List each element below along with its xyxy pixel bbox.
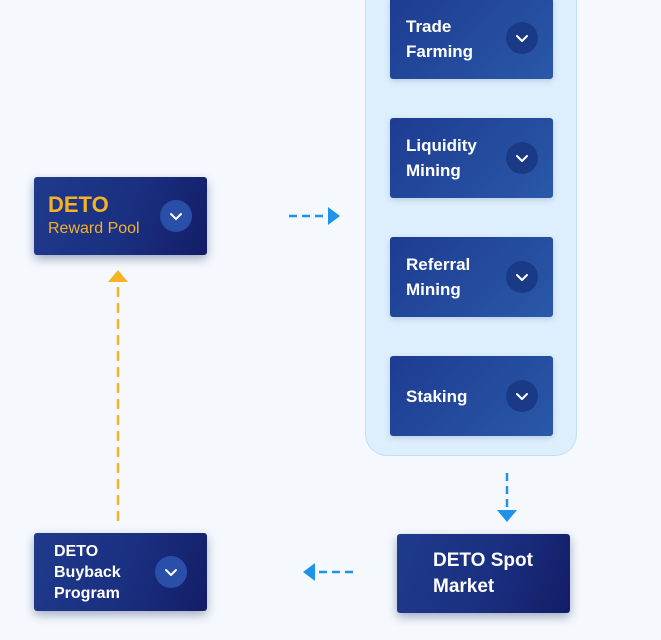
liquidity-mining-label: Liquidity Mining [406,136,477,180]
referral-mining-card[interactable]: Referral Mining [390,237,553,317]
arrow-panel-to-spot-market [497,473,517,522]
chevron-down-icon[interactable] [160,200,192,232]
arrow-spot-market-to-buyback [303,563,353,581]
referral-mining-label: Referral Mining [406,255,471,299]
spot-market-card[interactable]: DETO Spot Market [397,534,570,613]
arrow-pool-to-panel [289,207,340,225]
reward-pool-subtitle: Reward Pool [48,220,140,237]
chevron-down-icon[interactable] [506,142,538,174]
trade-farming-label: Trade Farming [406,16,474,61]
staking-card[interactable]: Staking [390,356,553,436]
arrow-buyback-to-pool [108,270,128,521]
reward-pool-card[interactable]: DETO Reward Pool [34,177,207,255]
liquidity-mining-card[interactable]: Liquidity Mining [390,118,553,198]
chevron-down-icon[interactable] [506,261,538,293]
chevron-down-icon[interactable] [155,556,187,588]
chevron-down-icon[interactable] [506,22,538,54]
staking-label: Staking [406,386,468,406]
buyback-program-label: DETO Buyback Program [54,542,121,602]
buyback-program-card[interactable]: DETO Buyback Program [34,533,207,611]
chevron-down-icon[interactable] [506,380,538,412]
spot-market-label: DETO Spot Market [433,549,533,597]
reward-pool-title: DETO [48,192,109,217]
trade-farming-card[interactable]: Trade Farming [390,0,553,79]
